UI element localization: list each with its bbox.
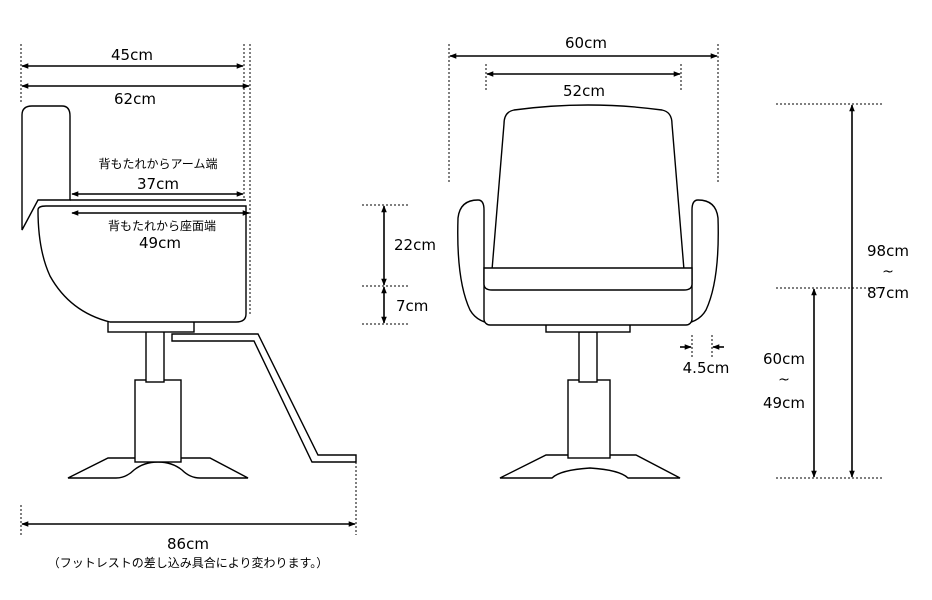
label-back-to-seat-caption: 背もたれから座面端 [108,218,216,233]
label-60cm-width: 60cm [565,34,607,52]
label-22cm: 22cm [394,236,436,254]
label-60cm-height: 60cm [763,350,805,368]
label-7cm: 7cm [396,297,428,315]
label-49cm-height: 49cm [763,394,805,412]
side-backrest [21,105,71,231]
label-49cm: 49cm [139,234,181,252]
side-view-labels: 45cm 62cm 背もたれからアーム端 37cm 背もたれから座面端 49cm… [48,46,329,570]
label-62cm: 62cm [114,90,156,108]
side-view-dimensions [20,44,357,535]
label-87cm: 87cm [867,284,909,302]
label-total-tilde: ~ [882,264,894,280]
label-52cm: 52cm [563,82,605,100]
label-37cm: 37cm [137,175,179,193]
front-base [499,454,681,479]
label-seat-tilde: ~ [778,372,790,388]
label-98cm: 98cm [867,242,909,260]
front-backrest [491,104,685,281]
side-view-chair [21,105,357,479]
label-back-to-arm-caption: 背もたれからアーム端 [99,157,218,171]
label-86cm: 86cm [167,535,209,553]
front-view-dimensions: 60cm 52cm 4.5cm [448,34,730,377]
side-footrest [171,333,357,463]
seat-height-dimensions: 22cm 7cm [362,204,436,325]
side-lower-column [134,379,182,463]
side-upper-column [145,329,165,383]
side-seat-body [37,205,247,323]
height-dimensions: 98cm ~ 87cm 60cm ~ 49cm [763,103,909,479]
label-footrest-note: （フットレストの差し込み具合により変わります。） [48,555,329,570]
front-lower-column [567,379,611,459]
front-view-chair [457,104,719,479]
label-45cm: 45cm [111,46,153,64]
front-upper-column [578,331,598,383]
front-seat-cushion [483,267,693,291]
label-4-5cm: 4.5cm [683,359,730,377]
